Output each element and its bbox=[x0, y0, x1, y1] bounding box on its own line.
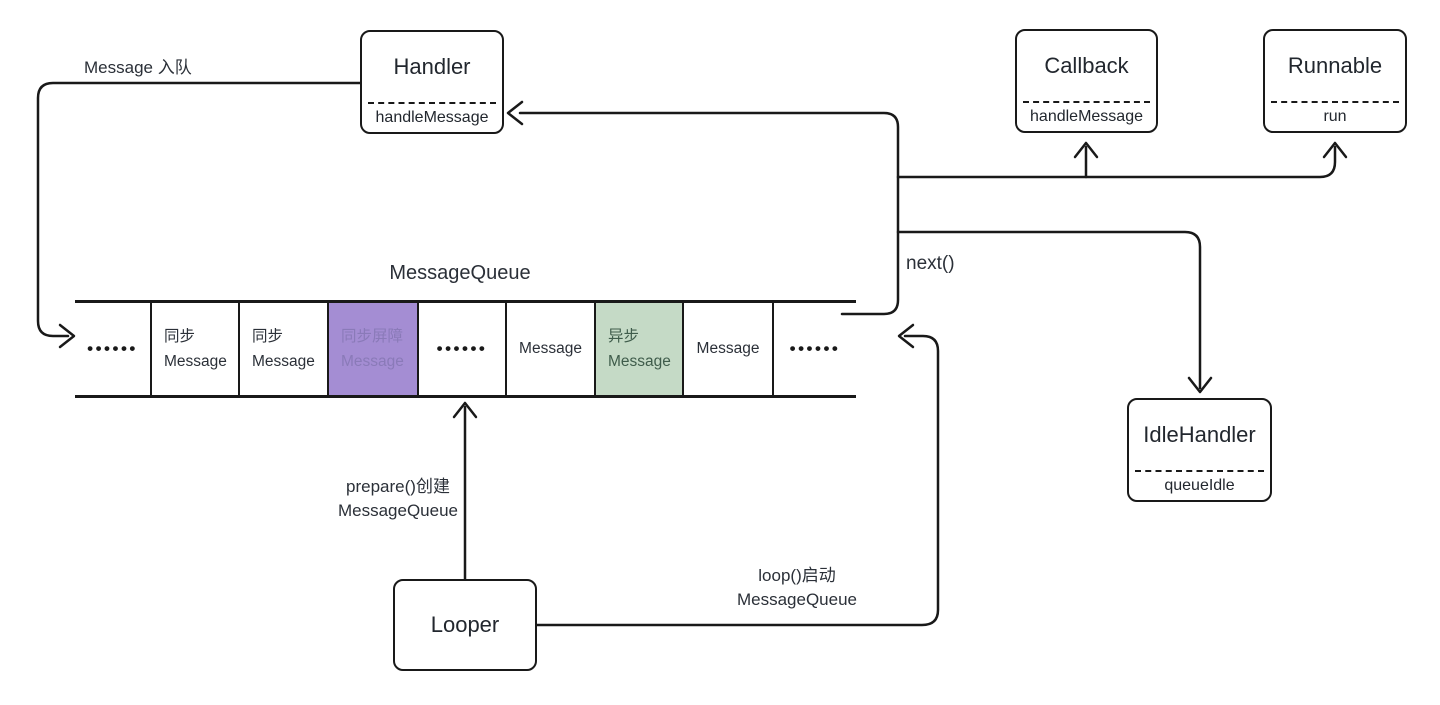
queue-cell-dots: •••••• bbox=[417, 302, 505, 395]
label-loop-line2: MessageQueue bbox=[736, 590, 858, 609]
handler-title: Handler bbox=[393, 54, 471, 79]
queue-cell-dots: •••••• bbox=[772, 302, 856, 395]
arrowhead-message-enqueue bbox=[58, 323, 76, 349]
queue-bottom-rail bbox=[75, 395, 856, 398]
label-prepare: prepare()创建 MessageQueue bbox=[318, 475, 478, 523]
callback-box: Callback handleMessage bbox=[1015, 29, 1158, 133]
queue-cell-sync-message: 同步 Message bbox=[238, 302, 327, 395]
cell-text: Message bbox=[519, 340, 582, 358]
callback-divider bbox=[1023, 101, 1150, 103]
label-prepare-line2: MessageQueue bbox=[337, 501, 459, 520]
queue-cell-message: Message bbox=[682, 302, 772, 395]
cell-text: 同步屏障 bbox=[341, 327, 404, 345]
cell-text: Message bbox=[164, 352, 227, 370]
cell-text: •••••• bbox=[87, 339, 138, 359]
looper-title: Looper bbox=[430, 612, 500, 637]
cell-text: Message bbox=[341, 352, 404, 370]
queue-cell-async-message: 异步 Message bbox=[594, 302, 682, 395]
cell-text: •••••• bbox=[789, 339, 841, 359]
idlehandler-box: IdleHandler queueIdle bbox=[1127, 398, 1272, 502]
handler-box: Handler handleMessage bbox=[360, 30, 504, 134]
label-loop: loop()启动 MessageQueue bbox=[717, 564, 877, 612]
label-messagequeue-title: MessageQueue bbox=[389, 262, 531, 284]
queue-cell-sync-barrier-message: 同步屏障 Message bbox=[327, 302, 417, 395]
label-message-enqueue: Message 入队 bbox=[84, 58, 192, 77]
callback-title: Callback bbox=[1044, 53, 1129, 78]
runnable-box: Runnable run bbox=[1263, 29, 1407, 133]
queue-cell-sync-message: 同步 Message bbox=[150, 302, 238, 395]
callback-method: handleMessage bbox=[1030, 108, 1143, 125]
label-next-call: next() bbox=[906, 253, 955, 274]
handler-method: handleMessage bbox=[375, 109, 489, 126]
arrowhead-queue-to-handler bbox=[506, 100, 524, 126]
queue-cell-message: Message bbox=[505, 302, 594, 395]
runnable-divider bbox=[1271, 101, 1399, 103]
cell-text: Message bbox=[608, 352, 671, 370]
cell-text: •••••• bbox=[436, 339, 488, 359]
handler-divider bbox=[368, 102, 496, 104]
idlehandler-divider bbox=[1135, 470, 1264, 472]
cell-text: 异步 bbox=[608, 327, 640, 345]
label-loop-line1: loop()启动 bbox=[758, 566, 836, 585]
cell-text: Message bbox=[696, 340, 760, 358]
arrowhead-idlehandler bbox=[1187, 376, 1213, 394]
idlehandler-method: queueIdle bbox=[1164, 477, 1235, 494]
arrowhead-loop bbox=[897, 323, 915, 349]
queue-top-rail bbox=[75, 300, 856, 303]
arrow-queue-to-handler bbox=[518, 111, 900, 316]
looper-box: Looper bbox=[393, 579, 537, 671]
line-to-callback-runnable bbox=[896, 145, 1337, 179]
cell-text: 同步 bbox=[164, 327, 196, 345]
runnable-method: run bbox=[1323, 108, 1347, 125]
cell-text: Message bbox=[252, 352, 315, 370]
arrowhead-runnable bbox=[1322, 141, 1348, 159]
cell-text: 同步 bbox=[252, 327, 284, 345]
arrowhead-prepare bbox=[452, 401, 478, 419]
queue-cell-dots: •••••• bbox=[75, 303, 150, 396]
runnable-title: Runnable bbox=[1287, 53, 1383, 78]
idlehandler-title: IdleHandler bbox=[1143, 422, 1256, 447]
label-prepare-line1: prepare()创建 bbox=[346, 477, 450, 496]
arrow-message-enqueue bbox=[36, 81, 362, 338]
arrowhead-callback bbox=[1073, 141, 1099, 159]
